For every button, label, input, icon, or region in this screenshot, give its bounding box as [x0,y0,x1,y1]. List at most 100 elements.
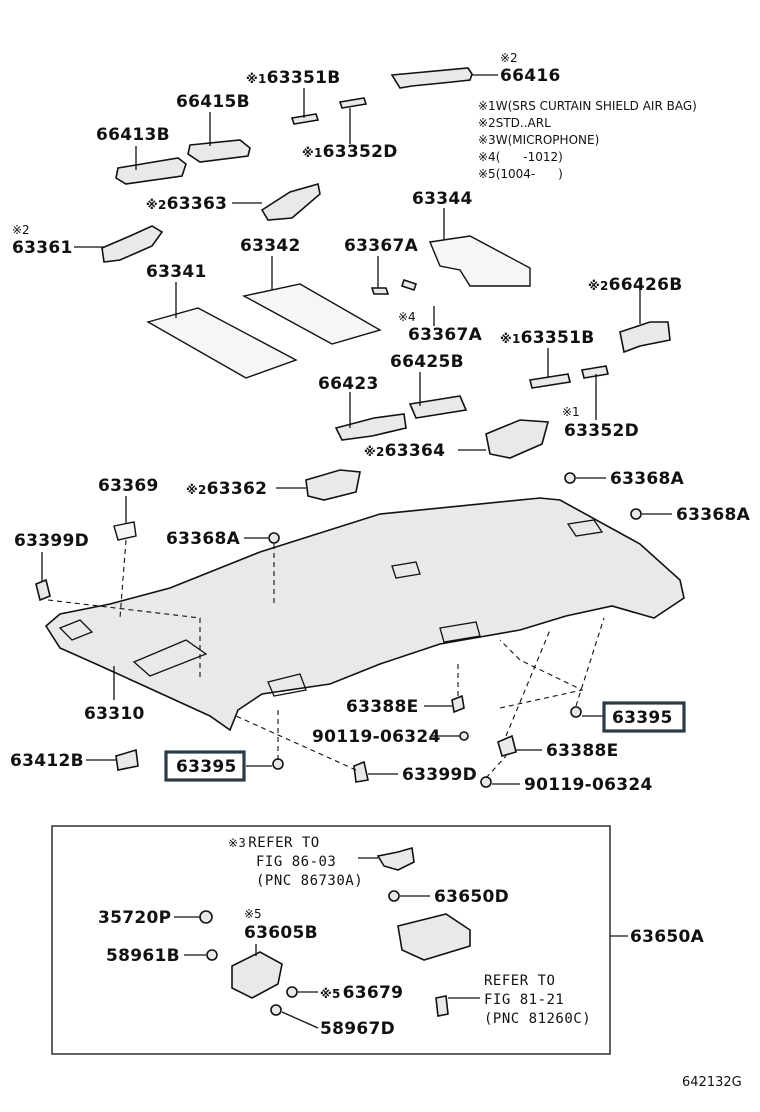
dash-90119-b [485,755,507,779]
label-63351B-mid[interactable]: ※163351B [500,328,595,348]
refer-86-03-line2[interactable]: FIG 86-03 [256,854,336,870]
dash-63395-right-up [575,617,605,707]
label-63341[interactable]: 63341 [146,262,207,282]
part-63361-shape [101,225,164,263]
mark-63367A-b: ※4 [398,310,416,324]
label-63367A-a[interactable]: 63367A [344,236,419,256]
label-63363[interactable]: ※263363 [146,194,227,214]
refer-81-21-line1: REFER TO [484,973,555,989]
part-90119-b-shape [480,776,492,788]
part-63351B-top-shape [290,113,320,125]
headliner-63310-shape [44,497,685,732]
highlight-box-63395-right[interactable] [602,701,686,733]
part-63388E-a-shape [451,694,465,714]
part-63368A-c-shape [268,532,280,544]
part-63679-shape [286,986,298,998]
headliner-grip-recess-2 [439,621,481,643]
label-63362[interactable]: ※263362 [186,479,267,499]
label-63395-right[interactable]: 63395 [612,708,673,728]
part-63412B-shape [115,748,139,771]
part-63368A-a-shape [564,472,576,484]
label-63388E-b[interactable]: 63388E [546,741,619,761]
leader-58967D [281,1011,319,1029]
label-66415B[interactable]: 66415B [176,92,250,112]
part-58967D-shape [270,1004,282,1016]
mark-63361: ※2 [12,223,30,237]
part-66426B-shape [619,321,671,354]
label-63605B[interactable]: 63605B [244,923,318,943]
label-63367A-b[interactable]: 63367A [408,325,483,345]
lamp-assembly-inset-box [51,825,611,1055]
part-63367A-a-shape [370,287,390,295]
legend-note-1: ※1W(SRS CURTAIN SHIELD AIR BAG) [478,99,697,113]
bulb-81260C-shape [435,995,449,1017]
label-63395-left[interactable]: 63395 [176,757,237,777]
part-35720P-shape [199,910,213,924]
part-66415B-shape [187,139,251,163]
part-63341-shape [146,307,298,379]
label-63399D-left[interactable]: 63399D [14,531,89,551]
label-66416[interactable]: 66416 [500,66,561,86]
dash-63399D-bottom [235,715,357,771]
dash-63399D-left-to-headliner [47,599,201,680]
headliner-front-console-cutout [58,619,94,641]
legend-note-5: ※5(1004- ) [478,167,563,181]
legend-notes: ※1W(SRS CURTAIN SHIELD AIR BAG) ※2STD..A… [478,99,697,181]
mark-63605B: ※5 [244,907,262,921]
label-66413B[interactable]: 66413B [96,125,170,145]
headliner-rear-lamp-cutout [566,519,604,537]
mark-66416: ※2 [500,51,518,65]
label-63368A-a[interactable]: 63368A [610,469,685,489]
part-63605B-shape [231,951,283,999]
label-63361[interactable]: 63361 [12,238,73,258]
microphone-shape [376,846,415,871]
headliner-dome-cutout [391,561,421,579]
part-66416-shape [390,67,473,89]
part-63363-shape [260,182,321,221]
part-63650D-shape [388,890,400,902]
dash-63388E-b [505,629,551,737]
label-63352D-mid[interactable]: 63352D [564,421,639,441]
label-58961B[interactable]: 58961B [106,946,180,966]
label-66426B[interactable]: ※266426B [588,275,683,295]
mark-63352D-mid: ※1 [562,405,580,419]
label-63368A-c[interactable]: 63368A [166,529,241,549]
label-63650D[interactable]: 63650D [434,887,509,907]
label-63310[interactable]: 63310 [84,704,145,724]
label-58967D[interactable]: 58967D [320,1019,395,1039]
legend-note-4: ※4( -1012) [478,150,563,164]
refer-81-21-line2[interactable]: FIG 81-21 [484,992,564,1008]
part-63364-shape [485,419,550,459]
label-66425B[interactable]: 66425B [390,352,464,372]
part-63362-shape [305,469,361,501]
label-63344[interactable]: 63344 [412,189,473,209]
label-63342[interactable]: 63342 [240,236,301,256]
highlight-box-63395-left[interactable] [164,750,246,782]
label-63650A[interactable]: 63650A [630,927,705,947]
refer-81-21-line3: (PNC 81260C) [484,1011,591,1027]
label-63399D-bottom[interactable]: 63399D [402,765,477,785]
label-63369[interactable]: 63369 [98,476,159,496]
label-90119-a[interactable]: 90119-06324 [312,727,441,747]
part-66413B-shape [115,157,187,185]
part-63399D-bottom-shape [353,760,369,783]
refer-86-03-line3: (PNC 86730A) [256,873,363,889]
label-63364[interactable]: ※263364 [364,441,445,461]
label-35720P[interactable]: 35720P [98,908,171,928]
label-66423[interactable]: 66423 [318,374,379,394]
part-63344-shape [429,235,531,287]
part-63367A-b-shape [400,278,418,292]
headliner-grip-recess-1 [267,673,307,697]
label-63368A-b[interactable]: 63368A [676,505,751,525]
part-90119-a-shape [459,731,469,741]
part-63368A-b-shape [630,508,642,520]
label-63412B[interactable]: 63412B [10,751,84,771]
label-63352D-top[interactable]: ※163352D [302,142,398,162]
label-90119-b[interactable]: 90119-06324 [524,775,653,795]
part-63352D-top-shape [338,97,368,109]
label-63351B-top[interactable]: ※163351B [246,68,341,88]
figure-id: 642132G [682,1075,742,1090]
label-63388E-a[interactable]: 63388E [346,697,419,717]
